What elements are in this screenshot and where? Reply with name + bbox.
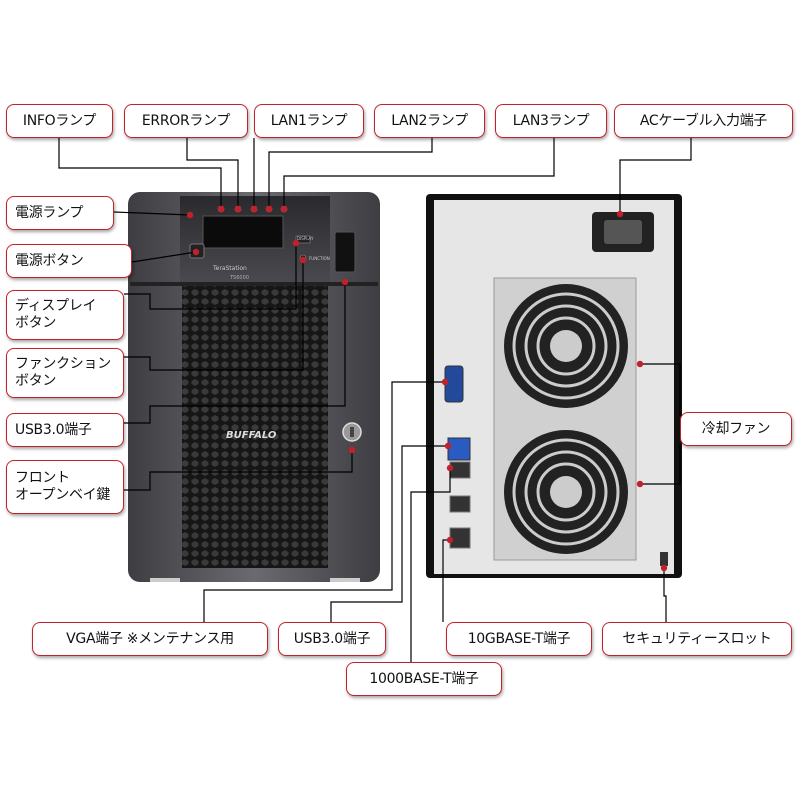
- leader-dots: [186, 205, 668, 572]
- leader-lines: [58, 138, 692, 662]
- callout-1000base-t: 1000BASE-T端子: [346, 662, 502, 696]
- callout-lan1-lamp: LAN1ランプ: [254, 104, 364, 138]
- front-seam: [130, 282, 378, 286]
- fan-lower: [504, 430, 628, 554]
- oneG-port-shape: [449, 527, 471, 549]
- display-button-shape: [295, 235, 311, 244]
- fan-upper: [504, 284, 628, 408]
- tenG-port-b: [449, 495, 471, 513]
- callout-lan3-lamp: LAN3ランプ: [495, 104, 607, 138]
- callout-error-lamp: ERRORランプ: [124, 104, 248, 138]
- callout-lan2-lamp: LAN2ランプ: [374, 104, 485, 138]
- callout-front-key-line1: フロント: [15, 470, 70, 486]
- security-slot-shape: [660, 552, 668, 566]
- callout-function-button: ファンクション ボタン: [6, 348, 124, 398]
- callout-10gbase-t: 10GBASE-T端子: [446, 622, 592, 656]
- callout-function-line1: ファンクション: [15, 356, 111, 372]
- tenG-port-a: [449, 461, 471, 479]
- callout-display-line2: ボタン: [15, 315, 57, 331]
- callout-front-key-line2: オープンベイ鍵: [15, 487, 111, 503]
- callout-function-line2: ボタン: [15, 373, 57, 389]
- front-unit: TeraStation TS6000 BUFFALO DISPLAY FUNCT…: [128, 192, 380, 582]
- rear-unit: [426, 194, 682, 578]
- function-label-text: FUNCTION: [309, 256, 330, 261]
- model-name-text: TeraStation: [212, 265, 247, 272]
- front-grille: [182, 286, 328, 568]
- vga-port-shape: [444, 365, 464, 403]
- callout-usb-front: USB3.0端子: [6, 413, 124, 447]
- rear-usb-shape: [447, 437, 471, 461]
- callout-usb-rear: USB3.0端子: [278, 622, 386, 656]
- callout-vga-port: VGA端子 ※メンテナンス用: [32, 622, 268, 656]
- callout-security-slot: セキュリティースロット: [602, 622, 792, 656]
- display-label-text: DISPLAY: [297, 236, 314, 241]
- callout-ac-cable-port: ACケーブル入力端子: [614, 104, 793, 138]
- callout-display-button: ディスプレイ ボタン: [6, 290, 124, 340]
- callout-power-button: 電源ボタン: [6, 244, 132, 278]
- callout-front-key: フロント オープンベイ鍵: [6, 460, 124, 514]
- brand-text: BUFFALO: [226, 430, 277, 441]
- callout-display-line1: ディスプレイ: [15, 298, 97, 314]
- model-number-text: TS6000: [229, 275, 249, 281]
- callout-cooling-fan: 冷却ファン: [680, 412, 792, 446]
- front-usb-shape: [334, 231, 356, 273]
- callout-info-lamp: INFOランプ: [6, 104, 113, 138]
- lcd-display: [202, 215, 284, 249]
- callout-power-lamp: 電源ランプ: [6, 196, 114, 230]
